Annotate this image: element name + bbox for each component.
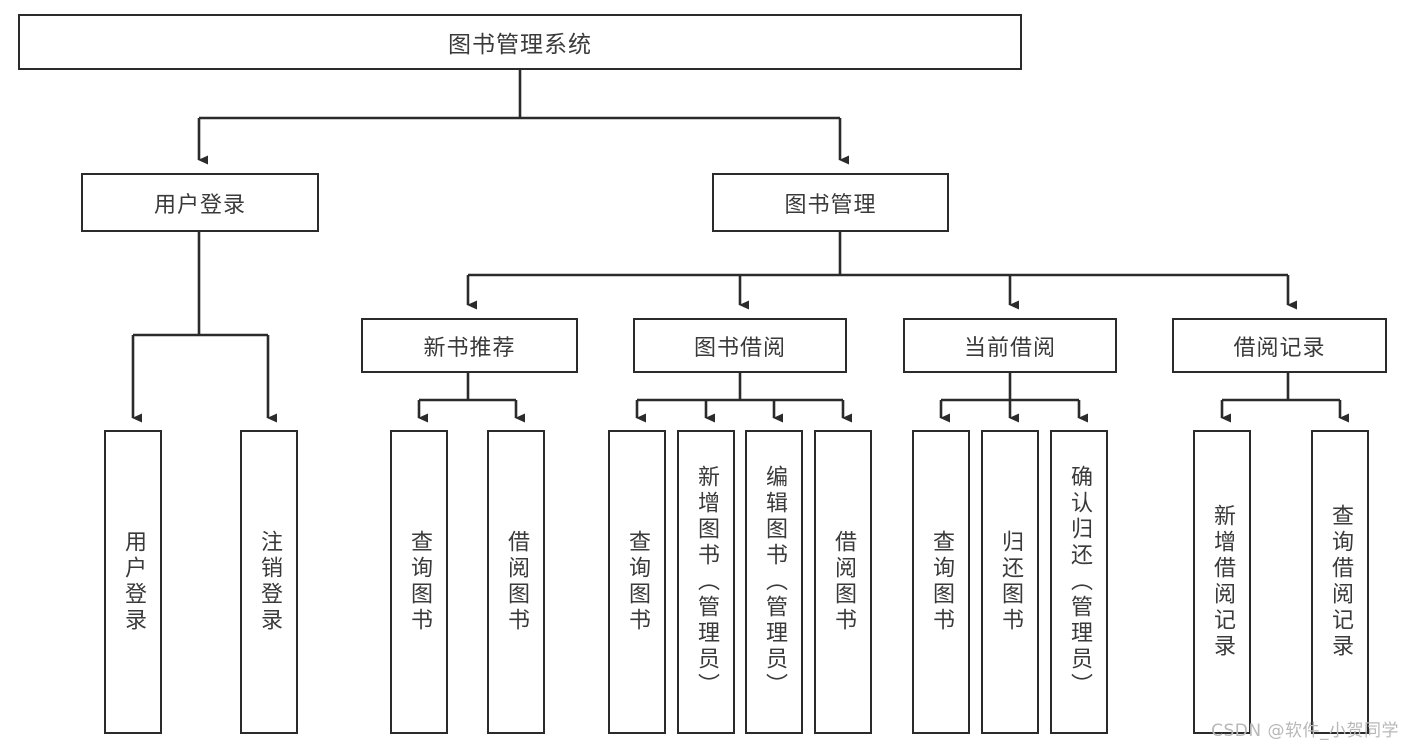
node-label: 新书推荐: [423, 335, 516, 361]
node-label: 用户登录: [121, 530, 146, 634]
node-label: 借阅图书: [504, 530, 529, 634]
leaf-query-books-current[interactable]: 查询图书: [912, 430, 970, 734]
node-label: 用户登录: [153, 192, 246, 218]
leaf-query-books-recommend[interactable]: 查询图书: [390, 430, 448, 734]
node-label: 查询图书: [407, 530, 432, 634]
node-book-borrow[interactable]: 图书借阅: [633, 318, 847, 373]
leaf-return-books[interactable]: 归还图书: [981, 430, 1039, 734]
node-current-borrow[interactable]: 当前借阅: [903, 318, 1117, 373]
node-borrow-records[interactable]: 借阅记录: [1172, 318, 1387, 373]
leaf-add-borrow-record[interactable]: 新增借阅记录: [1193, 430, 1251, 734]
node-label: 注销登录: [257, 530, 282, 634]
leaf-confirm-return-admin[interactable]: 确认归还（管理员）: [1050, 430, 1108, 734]
leaf-user-logout[interactable]: 注销登录: [240, 430, 298, 734]
node-label: 归还图书: [998, 530, 1023, 634]
leaf-edit-book-admin[interactable]: 编辑图书（管理员）: [745, 430, 803, 734]
node-label: 新增借阅记录: [1210, 504, 1235, 660]
node-book-management[interactable]: 图书管理: [712, 173, 949, 232]
node-user-login[interactable]: 用户登录: [81, 173, 319, 232]
leaf-query-borrow-record[interactable]: 查询借阅记录: [1311, 430, 1369, 734]
node-label: 编辑图书（管理员）: [762, 465, 787, 699]
leaf-borrow-books-recommend[interactable]: 借阅图书: [487, 430, 545, 734]
node-label: 当前借阅: [963, 335, 1056, 361]
leaf-user-login[interactable]: 用户登录: [104, 430, 162, 734]
leaf-borrow-books[interactable]: 借阅图书: [814, 430, 872, 734]
node-label: 图书管理: [784, 192, 877, 218]
node-label: 新增图书（管理员）: [694, 465, 719, 699]
leaf-add-book-admin[interactable]: 新增图书（管理员）: [677, 430, 735, 734]
node-label: 图书管理系统: [448, 32, 592, 58]
node-label: 查询借阅记录: [1328, 504, 1353, 660]
node-new-book-recommend[interactable]: 新书推荐: [361, 318, 578, 373]
leaf-query-books-borrow[interactable]: 查询图书: [608, 430, 666, 734]
node-label: 确认归还（管理员）: [1067, 465, 1092, 699]
node-root-library-system[interactable]: 图书管理系统: [18, 14, 1022, 70]
node-label: 查询图书: [929, 530, 954, 634]
watermark-text: CSDN @软件_小贺同学: [1211, 721, 1399, 741]
node-label: 借阅图书: [831, 530, 856, 634]
node-label: 借阅记录: [1233, 335, 1326, 361]
node-label: 图书借阅: [693, 335, 786, 361]
node-label: 查询图书: [625, 530, 650, 634]
